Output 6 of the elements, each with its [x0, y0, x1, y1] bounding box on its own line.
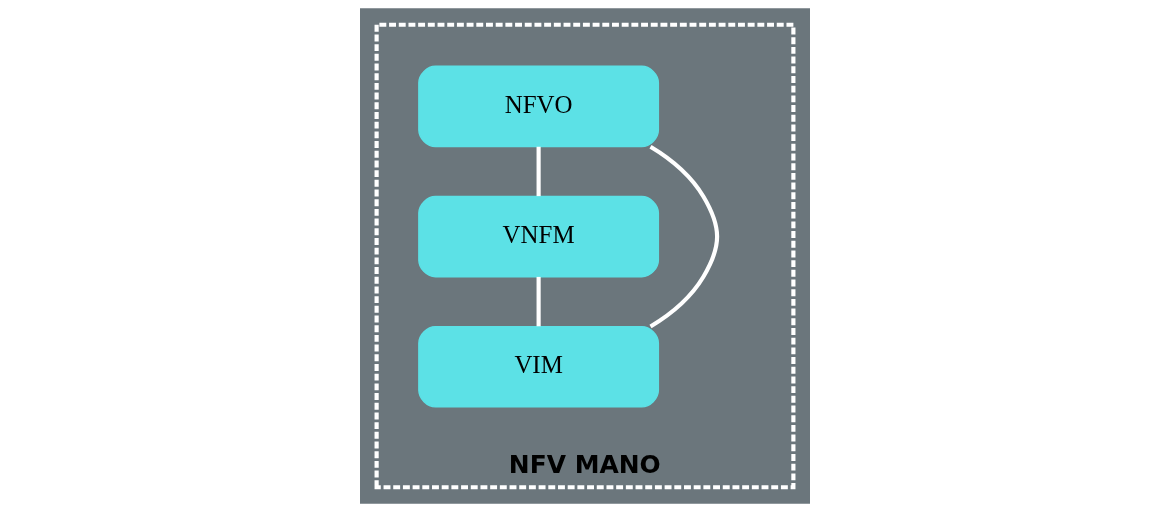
connector [536, 146, 541, 197]
node-box: NFVO [418, 65, 660, 148]
node-box: VIM [418, 325, 660, 408]
connector [536, 276, 541, 327]
node-box: VNFM [418, 195, 660, 278]
connector [649, 144, 720, 329]
